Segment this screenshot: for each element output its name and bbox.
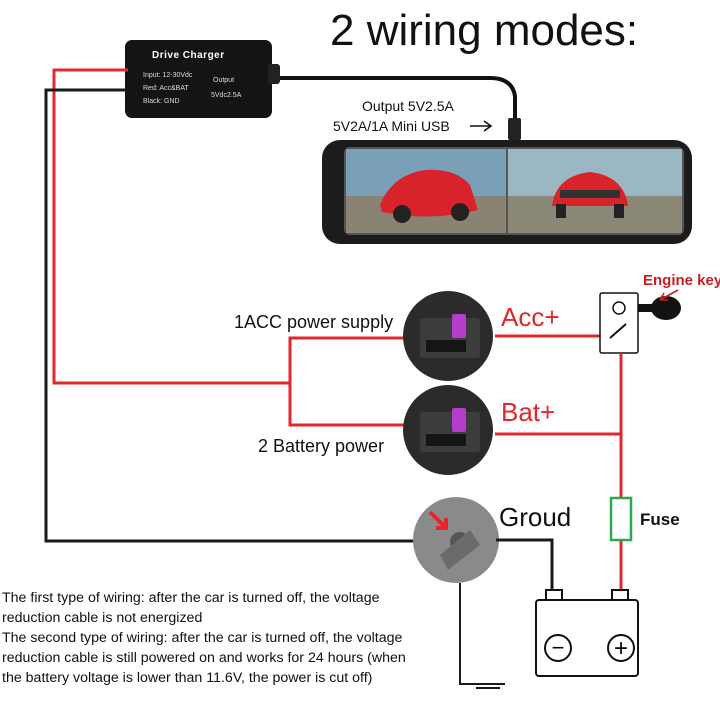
note-line: the battery voltage is lower than 11.6V,… (2, 670, 373, 686)
charger-black-wire (44, 88, 415, 543)
note-line: The first type of wiring: after the car … (2, 590, 380, 606)
output-label: Output 5V2.5A (362, 98, 454, 114)
usb-label: 5V2A/1A Mini USB (333, 118, 450, 134)
charger-output-value: 5Vdc2.5A (211, 92, 242, 99)
acc-fusebox-photo (403, 291, 493, 381)
red-car-front-icon (380, 169, 478, 223)
charger-red-wire (52, 68, 290, 385)
battery-plus-sign: + (614, 635, 628, 662)
engine-key-label: Engine key (643, 272, 720, 289)
note-line: The second type of wiring: after the car… (2, 630, 403, 646)
red-arrow-icon (428, 510, 448, 530)
bat-plus-label: Bat+ (501, 397, 556, 427)
acc-branch-wire (288, 336, 410, 383)
chassis-ground-wire (459, 583, 505, 685)
usb-arrow-icon (470, 120, 493, 132)
charger-red: Red: Acc&BAT (143, 85, 189, 92)
charger-black: Black: GND (143, 98, 180, 105)
fuse-symbol (609, 496, 633, 542)
mirror-dashcam (322, 140, 692, 244)
note-line: reduction cable is still powered on and … (2, 650, 406, 666)
engine-key-arrow-icon (659, 289, 679, 301)
ground-label: Groud (499, 502, 572, 532)
charger-output-label: Output (213, 77, 235, 84)
battery-plus-terminal (607, 634, 635, 662)
page-title: 2 wiring modes: (330, 6, 639, 55)
mini-usb-plug (508, 118, 521, 140)
battery: − + (535, 589, 639, 677)
red-car-rear-icon (552, 172, 628, 218)
ignition-switch (599, 292, 639, 354)
bat-branch-wire (288, 383, 410, 427)
ground-wire (496, 538, 554, 604)
usb-cable (275, 76, 517, 128)
charger-input: Input: 12-30Vdc (143, 72, 193, 79)
acc-supply-label: 1ACC power supply (234, 312, 394, 332)
acc-plus-label: Acc+ (501, 302, 560, 332)
charger-name: Drive Charger (152, 50, 225, 61)
battery-minus-terminal (544, 634, 572, 662)
engine-key-icon (638, 296, 681, 320)
fuse-label: Fuse (640, 510, 680, 529)
drive-charger-box (125, 40, 272, 118)
note-line: reduction cable is not energized (2, 610, 203, 626)
battery-minus-sign: − (552, 635, 565, 660)
ground-bolt-photo (413, 497, 499, 583)
bat-fusebox-photo (403, 385, 493, 475)
battery-power-label: 2 Battery power (258, 436, 385, 456)
